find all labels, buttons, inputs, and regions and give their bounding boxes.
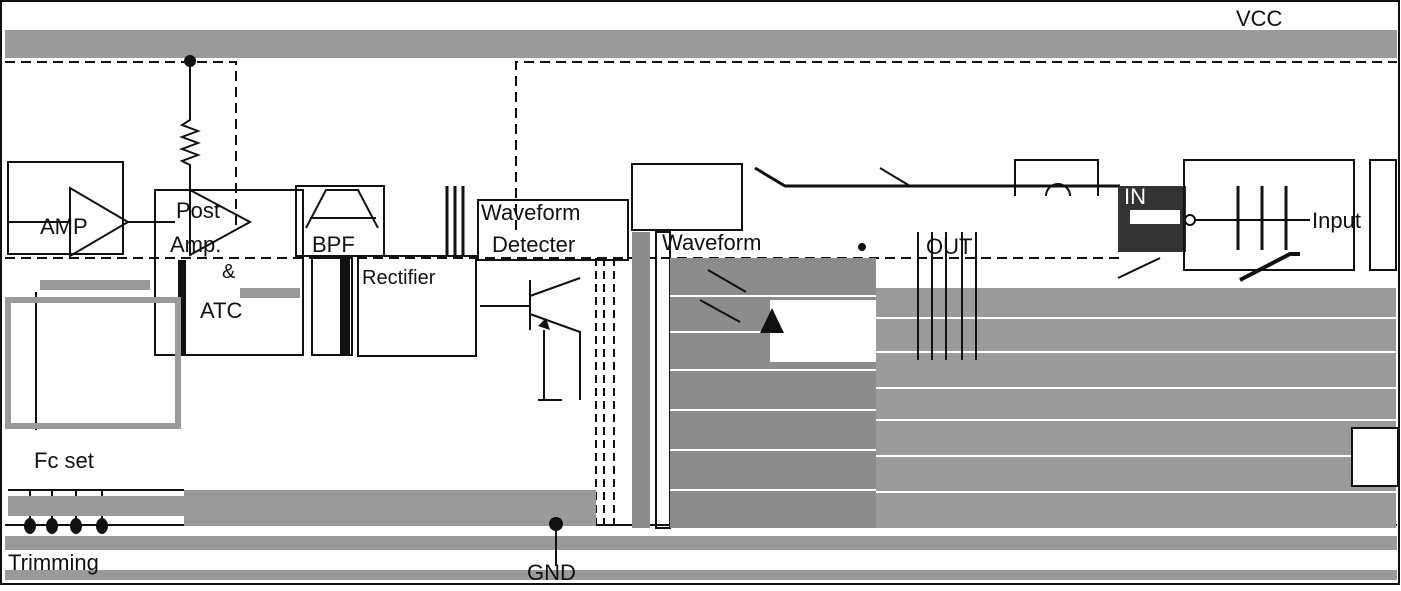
post-amp-label-1: Post [176,198,221,223]
shaper-window [770,300,876,362]
trim-rail [8,496,184,516]
gnd-label: GND [527,560,576,585]
waveform-block [631,163,743,231]
bpf-bar [340,258,350,355]
ic-boundary [5,61,1397,259]
bpf-stem [311,257,353,356]
out-label: OUT [926,234,973,259]
rectifier-label: Rectifier [362,267,436,289]
input-edge [1369,159,1397,271]
in-label: IN [1124,184,1146,209]
gnd-rail-lower [5,570,1397,580]
shaper-triangle [760,308,784,333]
waveform-detecter-label-1: Waveform [481,200,581,225]
pullup-resistor [179,61,201,190]
left-frame [5,297,181,429]
post-amp-bar [178,260,186,355]
bus-column [632,232,650,528]
waveform-detecter-label-2: Detecter [492,232,576,257]
input-ramp [1239,252,1300,282]
fc-set-box [8,430,184,488]
amp-hatch [40,280,150,290]
gnd-rail [5,536,1397,550]
post-amp-label-3: & [222,261,236,283]
in-slot [1130,210,1180,224]
post-amp-label-2: Amp. [170,232,222,257]
amp-block [7,161,124,255]
lower-bus [184,490,596,526]
input-block [1183,159,1355,271]
atc-hatch [240,288,300,298]
post-amp-triangle [189,188,253,257]
detecter-block [477,199,629,401]
transistor-arrow [538,318,550,330]
vcc-label: VCC [1236,6,1283,31]
out-node [858,243,866,251]
post-amp-block [154,189,304,356]
bpf-label: BPF [312,232,355,257]
shaper-arrows [699,269,747,323]
input-pin [1184,214,1196,226]
trimming-label: Trimming [8,550,99,575]
output-pad [1351,427,1399,487]
fc-set-label: Fc set [34,448,94,473]
waveform-shaper-label: Waveform [662,230,762,255]
bus-column-outline [655,231,671,529]
shaper-fill [670,258,876,528]
bpf-block [295,185,385,257]
in-connector [1014,159,1099,197]
trim-pins [24,518,108,534]
input-label: Input [1312,208,1361,233]
post-amp-label-4: ATC [200,298,243,323]
switch-line [754,166,1120,188]
amp-label: AMP [40,214,88,239]
rectifier-block [357,255,477,357]
vcc-rail [5,30,1397,58]
